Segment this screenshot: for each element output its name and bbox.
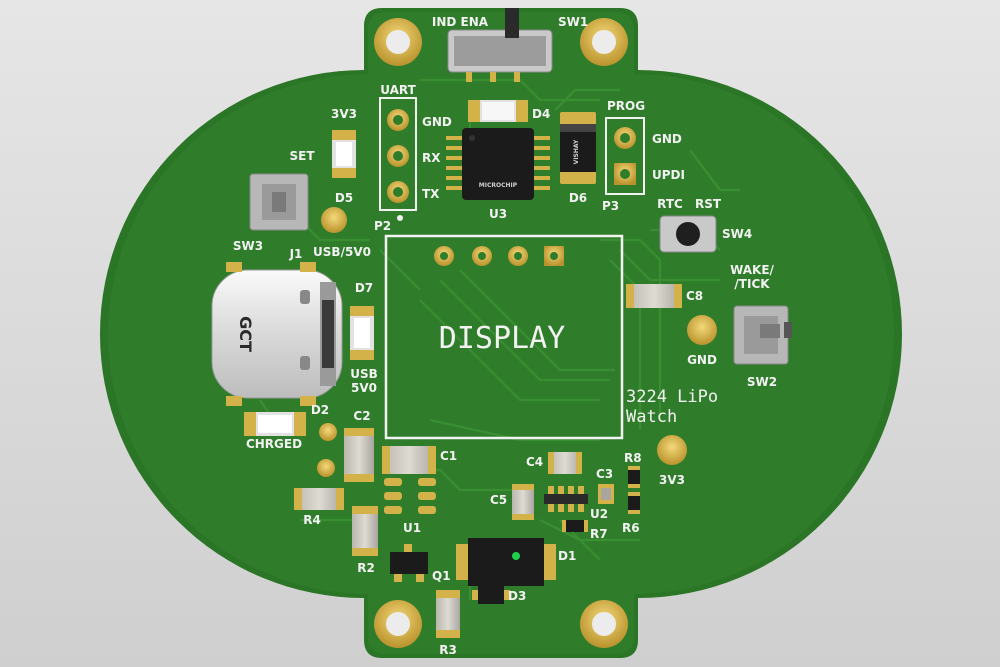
label-wake: WAKE/ <box>730 263 774 277</box>
u3-brand: MICROCHIP <box>479 182 518 189</box>
label-c1: C1 <box>440 449 457 463</box>
button-sw4 <box>659 215 717 253</box>
label-r7: R7 <box>590 527 608 541</box>
display-label: DISPLAY <box>439 321 565 356</box>
capacitor-c3 <box>598 484 614 504</box>
label-r6: R6 <box>622 521 640 535</box>
label-p3: P3 <box>602 199 619 213</box>
label-u3: U3 <box>489 207 507 221</box>
label-ind-ena: IND ENA <box>432 15 489 29</box>
label-p2: P2 <box>374 219 391 233</box>
label-rst: RST <box>695 197 722 211</box>
label-prog-gnd: GND <box>652 132 682 146</box>
board-subtitle: Watch <box>626 407 677 427</box>
switch-sw3 <box>249 173 309 231</box>
label-sw4: SW4 <box>722 227 752 241</box>
label-r8: R8 <box>624 451 642 465</box>
label-j1: J1 <box>289 247 303 261</box>
test-pad-3v3-bottom <box>657 435 687 465</box>
capacitor-c2 <box>344 428 374 482</box>
capacitor-c5 <box>512 484 534 520</box>
ic-u3: MICROCHIP <box>446 128 550 200</box>
resistor-r3 <box>436 590 460 638</box>
label-r3: R3 <box>439 643 457 657</box>
label-sw1: SW1 <box>558 15 588 29</box>
mounting-hole-top-left <box>374 18 422 66</box>
label-r2: R2 <box>357 561 375 575</box>
label-tick: /TICK <box>734 277 770 291</box>
label-d3: D3 <box>508 589 526 603</box>
label-rtc: RTC <box>657 197 683 211</box>
label-d7: D7 <box>355 281 373 295</box>
label-chrged: CHRGED <box>246 437 302 451</box>
label-d1: D1 <box>558 549 576 563</box>
usb-c-connector-j1: GCT <box>211 262 343 406</box>
resistor-r2 <box>352 506 378 556</box>
d6-brand: VISHAY <box>573 139 580 164</box>
label-u2: U2 <box>590 507 608 521</box>
board-title: 3224 LiPo <box>626 387 718 407</box>
led-d4 <box>468 100 528 122</box>
switch-sw2 <box>733 305 792 365</box>
resistor-r6 <box>628 492 640 514</box>
label-gnd-right: GND <box>687 353 717 367</box>
ic-u1 <box>384 478 436 514</box>
label-sw3: SW3 <box>233 239 263 253</box>
silkscreen-labels: IND ENA SW1 UART GND RX TX P2 D4 U3 D6 P… <box>233 15 777 657</box>
ic-u2 <box>544 486 588 512</box>
slide-switch-sw1 <box>447 8 553 82</box>
capacitor-c1 <box>382 446 436 474</box>
label-updi: UPDI <box>652 168 685 182</box>
mounting-holes <box>374 18 628 648</box>
resistor-r4 <box>294 488 344 510</box>
led-d7 <box>350 306 374 360</box>
capacitor-c8 <box>626 284 682 308</box>
label-usb: USB <box>350 367 378 381</box>
label-d5: D5 <box>335 191 353 205</box>
label-tx: TX <box>422 187 440 201</box>
label-r4: R4 <box>303 513 321 527</box>
header-p2-uart <box>379 97 417 221</box>
mounting-hole-top-right <box>580 18 628 66</box>
diode-d1 <box>456 538 556 586</box>
label-prog: PROG <box>607 99 645 113</box>
mounting-hole-bottom-right <box>580 600 628 648</box>
diode-d6: VISHAY <box>560 112 596 184</box>
resistor-r7 <box>562 520 588 532</box>
label-sw2: SW2 <box>747 375 777 389</box>
label-d6: D6 <box>569 191 587 205</box>
display-area: DISPLAY <box>384 234 624 440</box>
label-3v3-top: 3V3 <box>331 107 357 121</box>
label-u1: U1 <box>403 521 421 535</box>
vias <box>317 423 337 477</box>
led-d5 <box>332 130 356 178</box>
label-d2: D2 <box>311 403 329 417</box>
label-rx: RX <box>422 151 441 165</box>
usb-brand: GCT <box>236 316 255 352</box>
capacitor-c4 <box>548 452 582 474</box>
label-3v3-bottom: 3V3 <box>659 473 685 487</box>
diode-d3 <box>472 586 510 604</box>
led-d2 <box>244 412 306 436</box>
test-pad-gnd <box>687 315 717 345</box>
label-c4: C4 <box>526 455 543 469</box>
resistor-r8 <box>628 466 640 488</box>
label-c3: C3 <box>596 467 613 481</box>
label-uart-gnd: GND <box>422 115 452 129</box>
label-set: SET <box>289 149 315 163</box>
label-5v0: 5V0 <box>351 381 377 395</box>
transistor-q1 <box>390 544 428 582</box>
label-c5: C5 <box>490 493 507 507</box>
header-p3-prog <box>605 117 645 195</box>
label-d4: D4 <box>532 107 550 121</box>
test-pad-3v3 <box>321 207 347 233</box>
label-q1: Q1 <box>432 569 451 583</box>
label-c8: C8 <box>686 289 703 303</box>
label-uart: UART <box>380 83 416 97</box>
mounting-hole-bottom-left <box>374 600 422 648</box>
label-c2: C2 <box>353 409 370 423</box>
label-usb-5v0-top: USB/5V0 <box>313 245 371 259</box>
